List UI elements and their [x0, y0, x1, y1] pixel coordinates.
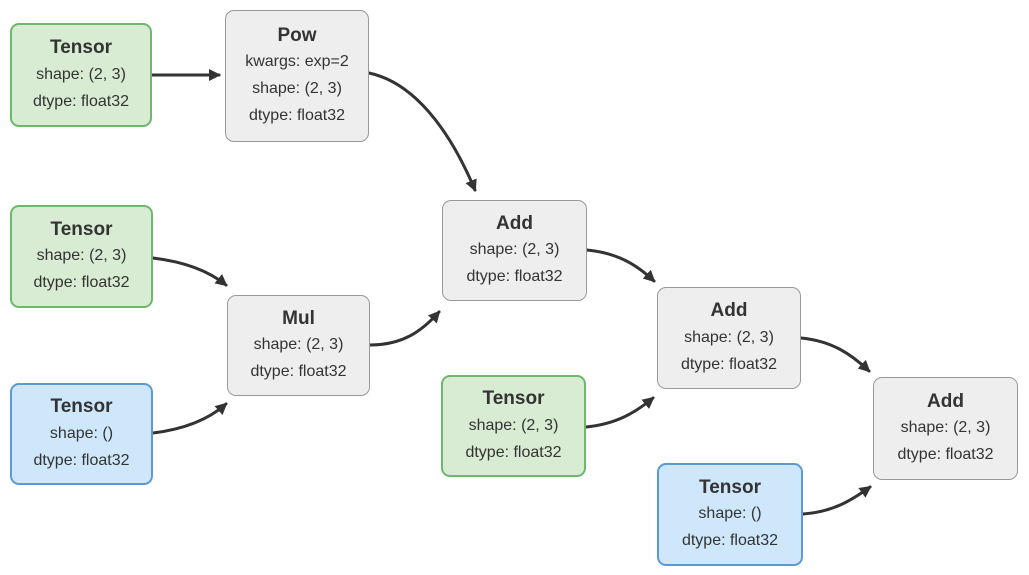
op-node-add-3: Add shape: (2, 3) dtype: float32 [873, 377, 1018, 480]
op-node-add-2: Add shape: (2, 3) dtype: float32 [657, 287, 801, 389]
node-detail-line: dtype: float32 [465, 443, 562, 461]
node-detail-line: shape: (2, 3) [900, 419, 991, 437]
node-title: Add [710, 300, 748, 322]
node-detail-line: dtype: float32 [466, 268, 563, 286]
edge-tensor-c-to-mul [151, 402, 228, 435]
edge-group [150, 69, 872, 516]
op-node-pow: Pow kwargs: exp=2 shape: (2, 3) dtype: floa… [225, 10, 369, 142]
edge-pow-to-add-1 [367, 71, 477, 192]
edge-mul-to-add-1 [368, 310, 441, 347]
node-detail-line: dtype: float32 [681, 532, 779, 550]
node-detail-line: kwargs: exp=2 [245, 53, 349, 71]
node-title: Pow [277, 24, 317, 46]
node-detail-line: shape: (2, 3) [253, 336, 344, 354]
edge-add-1-to-add-2 [585, 248, 656, 283]
op-node-mul: Mul shape: (2, 3) dtype: float32 [227, 295, 370, 396]
node-detail-line: shape: (2, 3) [468, 416, 559, 434]
op-node-add-1: Add shape: (2, 3) dtype: float32 [442, 200, 587, 301]
node-title: Tensor [50, 396, 113, 418]
tensor-node-tensor-a: Tensor shape: (2, 3) dtype: float32 [10, 23, 152, 127]
node-detail-line: dtype: float32 [32, 92, 130, 110]
node-detail-line: dtype: float32 [250, 363, 347, 381]
edge-tensor-d-to-add-2 [584, 396, 655, 429]
node-detail-line: shape: (2, 3) [36, 247, 127, 265]
node-title: Tensor [50, 218, 113, 240]
edge-tensor-b-to-mul [151, 256, 228, 287]
node-detail-line: shape: (2, 3) [252, 80, 342, 98]
node-detail-line: shape: (2, 3) [684, 328, 774, 346]
node-detail-line: dtype: float32 [248, 107, 346, 125]
node-title: Add [927, 390, 964, 412]
node-title: Add [496, 212, 533, 234]
node-detail-line: dtype: float32 [33, 274, 130, 292]
node-detail-line: shape: (2, 3) [36, 65, 126, 83]
node-detail-line: dtype: float32 [680, 355, 778, 373]
node-title: Tensor [482, 388, 545, 410]
node-detail-line: dtype: float32 [897, 446, 994, 464]
node-detail-line: shape: () [698, 505, 762, 523]
node-title: Tensor [699, 476, 761, 498]
node-title: Tensor [50, 37, 112, 59]
edge-add-2-to-add-3 [799, 336, 871, 373]
node-detail-line: shape: (2, 3) [469, 241, 560, 259]
node-detail-line: dtype: float32 [33, 451, 130, 469]
tensor-node-tensor-b: Tensor shape: (2, 3) dtype: float32 [10, 205, 153, 308]
tensor-node-tensor-e: Tensor shape: () dtype: float32 [657, 463, 803, 566]
tensor-node-tensor-d: Tensor shape: (2, 3) dtype: float32 [441, 375, 586, 477]
tensor-node-tensor-c: Tensor shape: () dtype: float32 [10, 383, 153, 485]
node-title: Mul [282, 307, 315, 329]
edge-tensor-e-to-add-3 [801, 485, 872, 516]
node-detail-line: shape: () [49, 424, 114, 442]
